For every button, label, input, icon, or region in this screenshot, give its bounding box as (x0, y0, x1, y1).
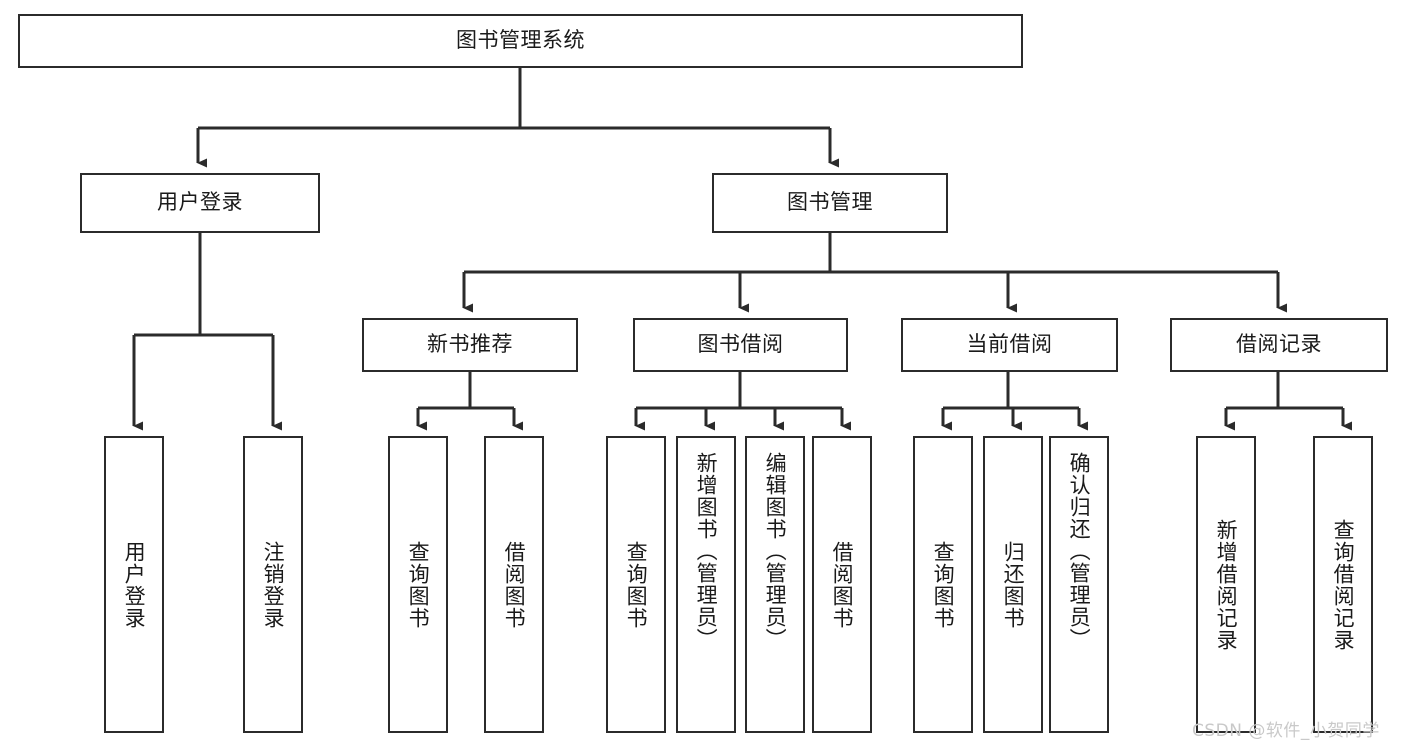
node-root[interactable]: 图书管理系统 (18, 14, 1023, 68)
node-borrow-record[interactable]: 借阅记录 (1170, 318, 1388, 372)
leaf-query-book-borrow[interactable]: 查询图书 (606, 436, 666, 733)
leaf-confirm-return-admin[interactable]: 确认归还（管理员） (1049, 436, 1109, 733)
leaf-query-book-recommend[interactable]: 查询图书 (388, 436, 448, 733)
edge-group-root (196, 68, 839, 168)
leaf-borrow-book[interactable]: 借阅图书 (812, 436, 872, 733)
edge-group-user-login (132, 233, 282, 431)
edge-group-new-book-rec (416, 372, 523, 431)
leaf-query-borrow-record[interactable]: 查询借阅记录 (1313, 436, 1373, 733)
edge-group-borrow-record (1224, 372, 1352, 431)
edge-group-book-manage (462, 233, 1287, 313)
node-current-borrow[interactable]: 当前借阅 (901, 318, 1118, 372)
leaf-edit-book-admin[interactable]: 编辑图书（管理员） (745, 436, 805, 733)
leaf-borrow-book-recommend[interactable]: 借阅图书 (484, 436, 544, 733)
edge-group-book-borrow (634, 372, 851, 431)
node-book-manage[interactable]: 图书管理 (712, 173, 948, 233)
node-user-login[interactable]: 用户登录 (80, 173, 320, 233)
leaf-return-book[interactable]: 归还图书 (983, 436, 1043, 733)
edge-group-current-borrow (941, 372, 1088, 431)
leaf-add-borrow-record[interactable]: 新增借阅记录 (1196, 436, 1256, 733)
leaf-add-book-admin[interactable]: 新增图书（管理员） (676, 436, 736, 733)
leaf-query-book-current[interactable]: 查询图书 (913, 436, 973, 733)
leaf-user-login[interactable]: 用户登录 (104, 436, 164, 733)
csdn-watermark: CSDN @软件_小贺同学 (1192, 721, 1380, 741)
node-book-borrow[interactable]: 图书借阅 (633, 318, 848, 372)
leaf-logout[interactable]: 注销登录 (243, 436, 303, 733)
node-new-book-recommend[interactable]: 新书推荐 (362, 318, 578, 372)
